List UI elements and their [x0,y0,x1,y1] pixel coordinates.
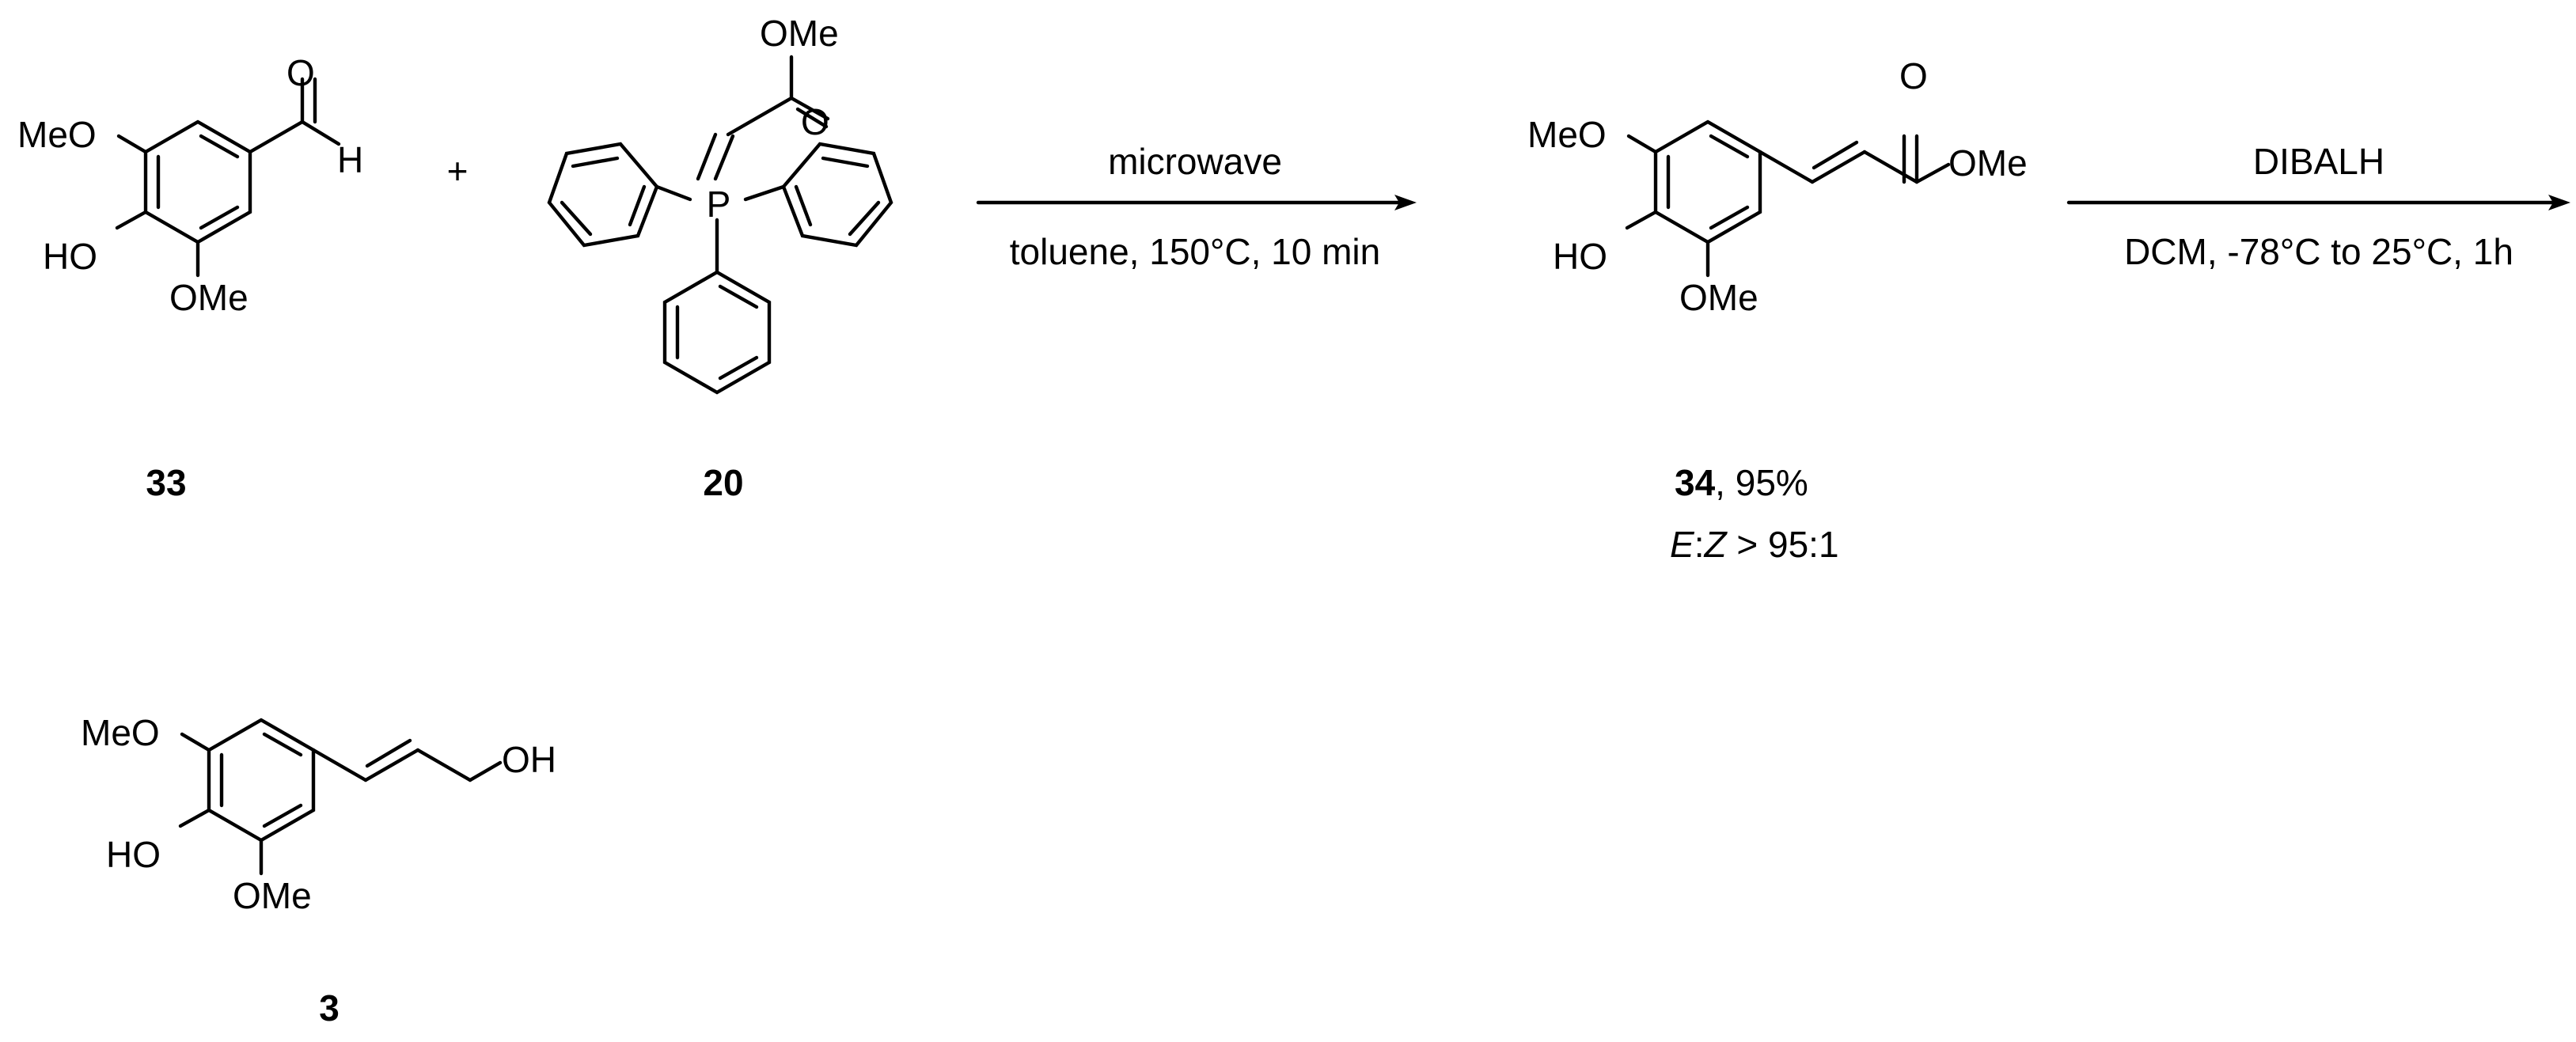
compound-label-3: 3 [319,987,340,1029]
arrow-2-reagent: DIBALH [2253,141,2384,182]
methoxy-label: OMe [169,277,248,318]
phosphorus-label: P [707,184,731,225]
methoxy-label: OMe [760,13,839,54]
ez-ratio: E:Z > 95:1 [1670,524,1839,565]
hydroxy-label: OH [502,739,556,780]
carbonyl-oxygen: O [286,52,315,93]
ester-methoxy-label: OMe [1948,142,2028,184]
compound-label-34: 34 [1675,462,1716,503]
arrow-1-reagent: microwave [1108,141,1282,182]
reaction-arrow-1 [976,195,1417,210]
arrow-2-conditions: DCM, -78°C to 25°C, 1h [2124,231,2513,272]
hydroxy-label: HO [106,834,161,875]
methoxy-label: OMe [1679,277,1758,318]
compound-label-20: 20 [703,462,743,503]
methoxy-label: OMe [233,875,312,916]
compound-33-structure [115,77,341,278]
carbonyl-oxygen: O [1899,55,1928,97]
yield-value: , 95% [1715,462,1808,503]
ratio-z: Z [1703,524,1728,565]
ratio-separator: : [1694,524,1705,565]
methoxy-label: MeO [1527,114,1607,155]
compound-label-34-line: 34, 95% [1675,462,1808,503]
compound-3-structure [178,718,503,876]
compound-34-structure [1625,119,1951,278]
arrow-1-conditions: toluene, 150°C, 10 min [1010,231,1380,272]
compound-20-structure [547,55,893,395]
aldehyde-hydrogen: H [337,139,363,180]
methoxy-label: MeO [17,114,97,155]
ratio-value: > 95:1 [1727,524,1839,565]
hydroxy-label: HO [1553,236,1607,277]
reaction-arrow-2 [2066,195,2570,210]
methoxy-label: MeO [81,712,160,753]
plus-sign: + [447,150,469,191]
hydroxy-label: HO [43,236,97,277]
carbonyl-oxygen: O [801,101,829,142]
ratio-e: E [1670,524,1695,565]
compound-label-33: 33 [146,462,186,503]
